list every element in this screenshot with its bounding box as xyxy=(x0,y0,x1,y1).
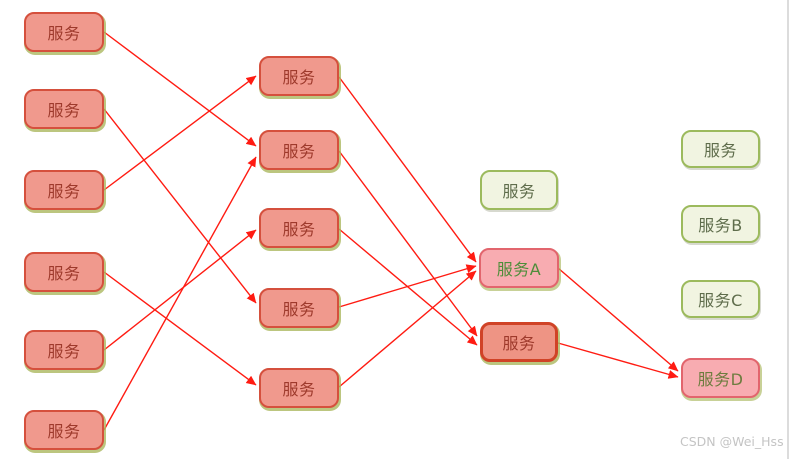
edge-arrow-M5-to-A xyxy=(338,270,477,388)
service-node-M4[interactable]: 服务 xyxy=(259,288,339,328)
service-node-L5[interactable]: 服务 xyxy=(24,330,104,370)
service-node-G1[interactable]: 服务 xyxy=(681,130,760,168)
watermark-text: CSDN @Wei_Hss xyxy=(680,434,784,449)
edge-arrow-L4-to-M5 xyxy=(103,271,257,386)
edge-arrow-L5-to-M3 xyxy=(103,229,257,351)
service-node-A[interactable]: 服务A xyxy=(479,248,559,288)
service-node-L4[interactable]: 服务 xyxy=(24,252,104,292)
edge-arrow-M3-to-R xyxy=(338,228,478,346)
service-node-D[interactable]: 服务D xyxy=(681,358,760,398)
edge-arrow-R-to-D xyxy=(557,342,679,379)
edge-arrow-L2-to-M4 xyxy=(103,108,257,304)
service-node-L1[interactable]: 服务 xyxy=(24,12,104,52)
service-node-L2[interactable]: 服务 xyxy=(24,89,104,129)
edge-arrow-A-to-D xyxy=(557,267,679,372)
service-node-C3G[interactable]: 服务 xyxy=(480,170,558,210)
edge-arrow-M1-to-A xyxy=(338,76,477,263)
service-node-M3[interactable]: 服务 xyxy=(259,208,339,248)
edge-arrow-M4-to-A xyxy=(338,264,477,308)
service-node-L6[interactable]: 服务 xyxy=(24,410,104,450)
service-node-C[interactable]: 服务C xyxy=(681,280,760,318)
service-node-R[interactable]: 服务 xyxy=(480,322,558,362)
service-node-M1[interactable]: 服务 xyxy=(259,56,339,96)
edge-arrow-M2-to-R xyxy=(338,150,478,337)
edge-arrow-L1-to-M2 xyxy=(103,31,257,147)
service-node-L3[interactable]: 服务 xyxy=(24,170,104,210)
edge-arrow-L3-to-M1 xyxy=(103,75,257,191)
window-right-edge-line xyxy=(787,0,789,459)
service-node-B[interactable]: 服务B xyxy=(681,205,760,243)
service-node-M5[interactable]: 服务 xyxy=(259,368,339,408)
edge-arrow-L6-to-M2 xyxy=(103,156,257,431)
service-node-M2[interactable]: 服务 xyxy=(259,130,339,170)
